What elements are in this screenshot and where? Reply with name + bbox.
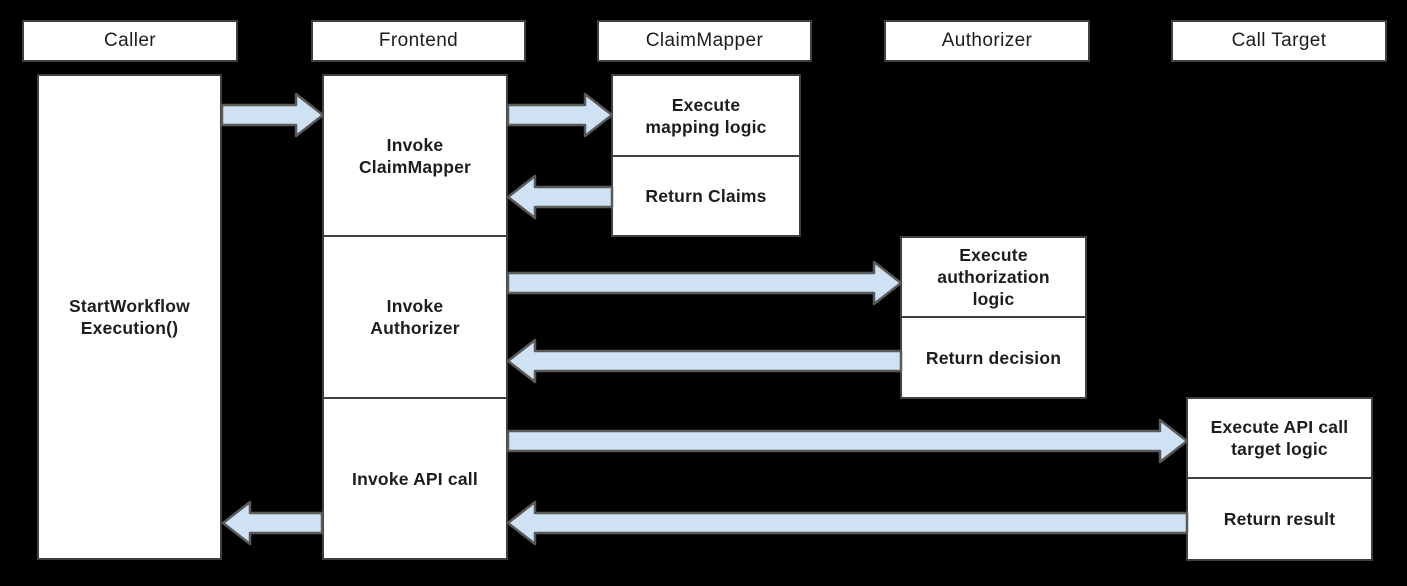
step-label-invoke-claimmapper: Invoke ClaimMapper [358, 134, 472, 177]
arrow-frontend-to-calltarget [506, 418, 1189, 464]
step-label-return-decision: Return decision [925, 347, 1062, 368]
lifeline-header-frontend: Frontend [311, 20, 526, 62]
arrow-frontend-to-claimmapper [506, 92, 614, 138]
lifeline-header-calltarget-label: Call Target [1231, 30, 1327, 51]
arrow-claimmapper-to-frontend [506, 174, 614, 220]
arrow-calltarget-to-frontend [506, 500, 1189, 546]
step-label-execute-api-call-target-logic: Execute API call target logic [1210, 417, 1349, 459]
step-label-invoke-authorizer: Invoke Authorizer [370, 296, 460, 338]
lifeline-header-authorizer: Authorizer [884, 20, 1090, 62]
step-box-invoke-api-call: Invoke API call [322, 397, 508, 560]
step-box-invoke-authorizer: Invoke Authorizer [322, 235, 508, 399]
step-label-execute-mapping-logic: Execute mapping logic [645, 94, 767, 137]
lifeline-header-caller: Caller [22, 20, 238, 62]
step-label-return-claims: Return Claims [645, 186, 767, 206]
step-box-return-claims: Return Claims [611, 155, 801, 237]
step-box-execute-authorization-logic: Execute authorization logic [900, 236, 1087, 318]
step-box-invoke-claimmapper: Invoke ClaimMapper [322, 74, 508, 237]
step-box-execute-api-call-target-logic: Execute API call target logic [1186, 397, 1373, 479]
arrow-authorizer-to-frontend [506, 338, 903, 384]
lifeline-header-authorizer-label: Authorizer [941, 30, 1033, 51]
step-box-return-decision: Return decision [900, 316, 1087, 399]
lifeline-header-claimmapper: ClaimMapper [597, 20, 812, 62]
step-box-start-workflow-execution: StartWorkflow Execution() [37, 74, 222, 560]
step-box-execute-mapping-logic: Execute mapping logic [611, 74, 801, 157]
arrow-frontend-to-caller [221, 500, 324, 546]
lifeline-header-calltarget: Call Target [1171, 20, 1387, 62]
lifeline-header-claimmapper-label: ClaimMapper [645, 30, 764, 51]
arrow-frontend-to-authorizer [506, 260, 903, 306]
step-label-invoke-api-call: Invoke API call [352, 468, 478, 489]
lifeline-header-caller-label: Caller [103, 30, 157, 51]
lifeline-header-frontend-label: Frontend [378, 30, 459, 51]
step-label-return-result: Return result [1223, 509, 1336, 529]
step-label-execute-authorization-logic: Execute authorization logic [937, 245, 1050, 309]
step-label-start-workflow-execution: StartWorkflow Execution() [69, 296, 190, 338]
step-box-return-result: Return result [1186, 477, 1373, 561]
arrow-caller-to-frontend [220, 92, 325, 138]
